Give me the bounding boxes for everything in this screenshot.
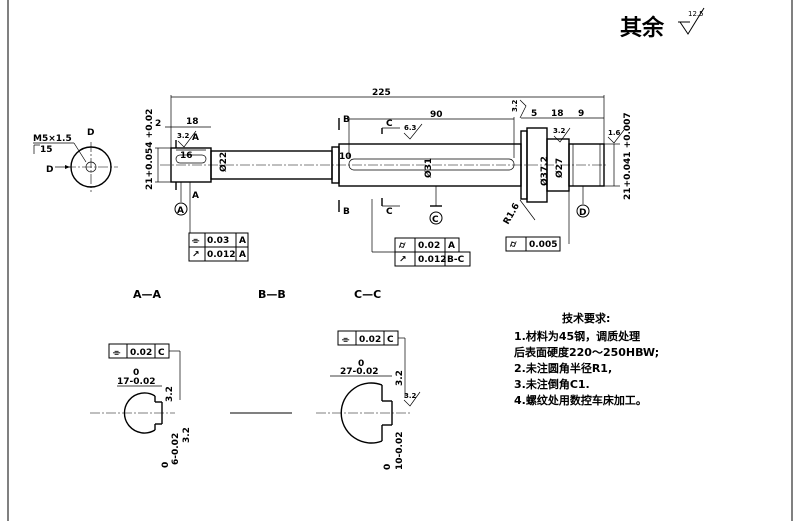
mark-b-top: B bbox=[343, 115, 350, 125]
dim-16: 16 bbox=[180, 151, 193, 161]
tech-item-4: 3.未注倒角C1. bbox=[514, 377, 590, 391]
sec-a-rough2: 3.2 bbox=[182, 427, 192, 443]
sec-a-gdt-val: 0.02 bbox=[130, 348, 152, 358]
dim-9: 9 bbox=[578, 109, 584, 119]
rough-63: 6.3 bbox=[404, 124, 417, 132]
tech-item-2: 后表面硬度220～250HBW; bbox=[514, 345, 659, 359]
drawing-border bbox=[7, 0, 793, 521]
end-view: M5×1.5 15 D D bbox=[33, 128, 118, 192]
gdt-mid-val2: 0.012 bbox=[418, 255, 446, 265]
tech-requirements: 技术要求: 1.材料为45钢，调质处理 后表面硬度220～250HBW; 2.未… bbox=[514, 311, 659, 407]
gdt-mid: ⌭ 0.02 A ↗ 0.012 B-C bbox=[371, 199, 471, 267]
sec-a-top2: 17-0.02 bbox=[117, 377, 155, 387]
dim-d27: Ø27 bbox=[554, 158, 565, 178]
dim-5: 5 bbox=[531, 109, 537, 119]
datum-a: A bbox=[177, 206, 184, 216]
tech-item-3: 2.未注圆角半径R1, bbox=[514, 361, 612, 375]
gdt-right-sym: ⌭ bbox=[509, 240, 517, 250]
gdt-mid-ref2: B-C bbox=[447, 255, 465, 265]
rough-32-top: 3.2 bbox=[511, 99, 519, 112]
dim-d37: Ø37.2 bbox=[539, 156, 550, 186]
gdt-right: ⌭ 0.005 bbox=[505, 191, 570, 252]
tech-title: 技术要求: bbox=[562, 311, 610, 325]
gdt-mid-ref1: A bbox=[448, 241, 455, 251]
sec-a-top: 0 bbox=[133, 368, 139, 378]
gdt-left-ref2: A bbox=[239, 250, 246, 260]
mark-a-top: A bbox=[192, 133, 199, 143]
thread-spec: M5×1.5 bbox=[33, 134, 72, 144]
sec-c-rough: 3.2 bbox=[395, 370, 405, 386]
dim-21-left: 21+0.054 +0.02 bbox=[145, 109, 155, 190]
gdt-left-sym1: ⌯ bbox=[192, 236, 200, 246]
gdt-mid-val1: 0.02 bbox=[418, 241, 440, 251]
gdt-left-val2: 0.012 bbox=[207, 250, 235, 260]
rough-16: 1.6 bbox=[608, 129, 621, 137]
view-d-left: D bbox=[46, 165, 53, 175]
section-c-title: C—C bbox=[354, 288, 381, 301]
tech-item-1: 1.材料为45钢，调质处理 bbox=[514, 329, 640, 343]
dim-d31: Ø31 bbox=[423, 158, 434, 178]
gdt-left-ref1: A bbox=[239, 236, 246, 246]
tech-item-5: 4.螺纹处用数控车床加工。 bbox=[514, 393, 647, 407]
sec-a-gdt-sym: ⌯ bbox=[113, 348, 121, 358]
datum-c: C bbox=[432, 215, 439, 225]
sec-c-rough-label: 3.2 bbox=[404, 392, 417, 400]
sec-c-top2: 27-0.02 bbox=[340, 367, 378, 377]
dim-90: 90 bbox=[430, 110, 443, 120]
surface-finish-label: 其余 bbox=[620, 15, 665, 41]
rough-32-mid: 3.2 bbox=[553, 127, 566, 135]
gdt-left-sym2: ↗ bbox=[192, 250, 200, 260]
mark-c-top: C bbox=[386, 119, 393, 129]
shaft-elevation bbox=[160, 127, 608, 203]
datum-markers: A C D bbox=[174, 182, 590, 225]
mark-c-bot: C bbox=[386, 207, 393, 217]
sec-a-bot: 0 bbox=[161, 462, 171, 468]
sec-a-bot2: 6-0.02 bbox=[171, 433, 181, 465]
sec-a-rough: 3.2 bbox=[165, 386, 175, 402]
datum-d: D bbox=[579, 208, 586, 218]
sec-a-gdt-ref: C bbox=[158, 348, 165, 358]
sec-c-gdt-sym: ⌯ bbox=[342, 335, 350, 345]
thread-depth: 15 bbox=[40, 145, 53, 155]
section-a-title: A—A bbox=[133, 288, 162, 301]
dim-d22: Ø22 bbox=[218, 152, 229, 172]
section-b-title: B—B bbox=[258, 288, 286, 301]
gdt-mid-sym1: ⌭ bbox=[398, 241, 406, 251]
section-a: ⌯ 0.02 C 0 17-0.02 3.2 0 6-0.02 3.2 bbox=[90, 343, 192, 468]
dim-18: 18 bbox=[186, 117, 199, 127]
gdt-left-val1: 0.03 bbox=[207, 236, 229, 246]
sec-c-top: 0 bbox=[358, 359, 364, 369]
gdt-mid-sym2: ↗ bbox=[399, 255, 407, 265]
section-titles: A—A B—B C—C bbox=[133, 288, 381, 301]
dim-18b: 18 bbox=[551, 109, 564, 119]
view-d-top: D bbox=[87, 128, 94, 138]
gdt-left: ⌯ 0.03 A ↗ 0.012 A bbox=[188, 182, 249, 262]
sec-c-gdt-ref: C bbox=[387, 335, 394, 345]
section-c: ⌯ 0.02 C 0 27-0.02 3.2 3.2 0 10-0.02 bbox=[316, 330, 421, 470]
gdt-right-val: 0.005 bbox=[529, 240, 557, 250]
sec-c-bot: 0 bbox=[383, 464, 393, 470]
dim-r16: R1.6 bbox=[502, 202, 522, 227]
mark-a-bot: A bbox=[192, 191, 199, 201]
mark-b-bot: B bbox=[343, 207, 350, 217]
dim-2: 2 bbox=[155, 119, 161, 129]
dim-10: 10 bbox=[339, 152, 352, 162]
rough-32-left: 3.2 bbox=[177, 132, 190, 140]
sec-c-gdt-val: 0.02 bbox=[359, 335, 381, 345]
section-marks: A A B B C C bbox=[175, 115, 400, 217]
surface-finish-value: 12.5 bbox=[688, 10, 704, 18]
dim-21-right: 21+0.041 +0.007 bbox=[623, 112, 633, 200]
dim-total-length: 225 bbox=[372, 88, 391, 98]
sec-c-bot2: 10-0.02 bbox=[395, 432, 405, 470]
surface-finish-note: 其余 12.5 bbox=[620, 7, 705, 41]
